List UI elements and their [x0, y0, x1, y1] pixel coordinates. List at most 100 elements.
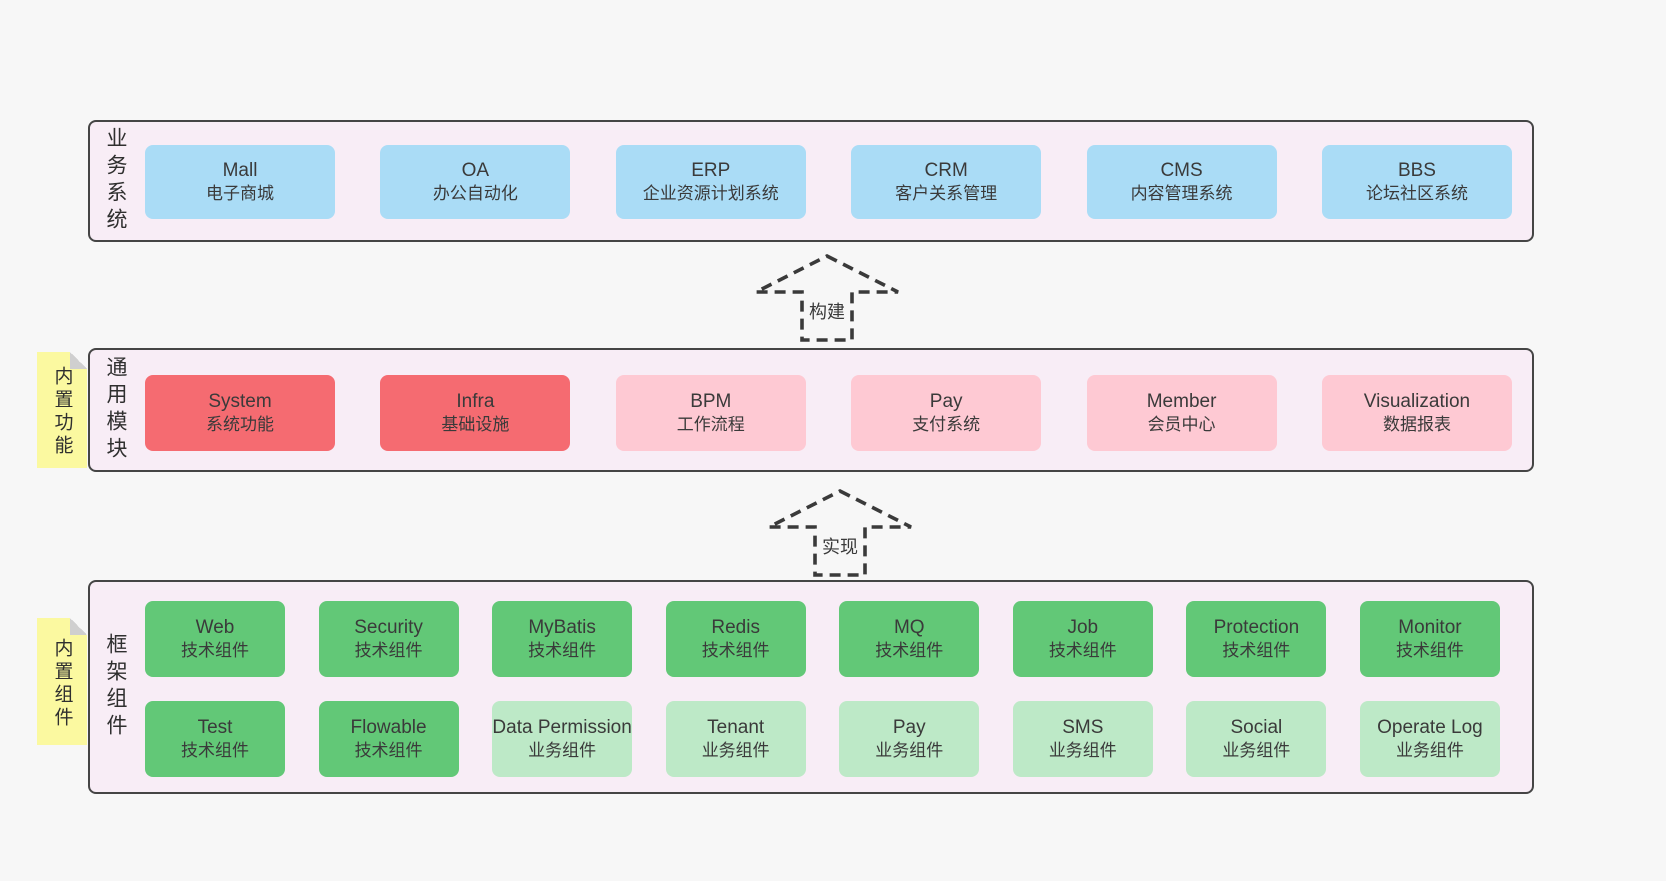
card-mall: Mall 电子商城 [145, 145, 335, 219]
card-subtitle: 业务组件 [1048, 741, 1117, 761]
section-business-systems: 业务系统 Mall 电子商城 OA 办公自动化 ERP 企业资源计划系统 CRM… [88, 120, 1534, 242]
card-subtitle: 基础设施 [441, 415, 510, 435]
card-bbs: BBS 论坛社区系统 [1321, 145, 1512, 219]
card-subtitle: 业务组件 [1395, 741, 1464, 761]
card-title: Operate Log [1377, 717, 1483, 739]
card-title: MQ [893, 617, 925, 639]
card-subtitle: 业务组件 [1222, 741, 1291, 761]
card-infra: Infra 基础设施 [380, 375, 571, 451]
card-operate-log: Operate Log 业务组件 [1359, 701, 1500, 777]
card-redis: Redis 技术组件 [665, 601, 806, 677]
card-subtitle: 技术组件 [181, 741, 249, 761]
dashed-up-arrow-icon [768, 488, 912, 577]
card-social: Social 业务组件 [1186, 701, 1327, 777]
framework-row-1: Web 技术组件 Security 技术组件 MyBatis 技术组件 Redi… [145, 601, 1500, 677]
card-title: ERP [691, 160, 731, 182]
card-subtitle: 技术组件 [528, 641, 597, 661]
card-system: System 系统功能 [145, 375, 335, 451]
card-data-permission: Data Permission 业务组件 [492, 701, 633, 777]
card-crm: CRM 客户关系管理 [851, 145, 1042, 219]
card-pay-biz: Pay 业务组件 [839, 701, 980, 777]
card-subtitle: 支付系统 [912, 415, 981, 435]
card-title: Monitor [1398, 617, 1462, 639]
implement-arrow: 实现 [765, 487, 915, 579]
section-label: 通用模块 [104, 356, 127, 464]
card-subtitle: 技术组件 [354, 741, 423, 761]
card-title: Flowable [350, 717, 427, 739]
section-label: 框架组件 [104, 633, 127, 741]
card-subtitle: 技术组件 [701, 641, 770, 661]
card-subtitle: 会员中心 [1147, 415, 1216, 435]
section-label: 业务系统 [104, 127, 127, 235]
business-systems-row: Mall 电子商城 OA 办公自动化 ERP 企业资源计划系统 CRM 客户关系… [145, 145, 1512, 219]
card-title: Infra [456, 391, 495, 413]
card-pay: Pay 支付系统 [851, 375, 1042, 451]
card-subtitle: 数据报表 [1382, 415, 1451, 435]
card-subtitle: 企业资源计划系统 [642, 184, 779, 204]
card-job: Job 技术组件 [1012, 601, 1153, 677]
card-title: Pay [892, 717, 926, 739]
card-title: CMS [1160, 160, 1203, 182]
card-subtitle: 技术组件 [1222, 641, 1291, 661]
card-erp: ERP 企业资源计划系统 [615, 145, 806, 219]
sticky-note-built-in-components: 内置组件 [37, 618, 87, 745]
card-subtitle: 业务组件 [701, 741, 770, 761]
common-modules-row: System 系统功能 Infra 基础设施 BPM 工作流程 Pay 支付系统… [145, 375, 1512, 451]
implement-arrow-label: 实现 [817, 531, 863, 561]
card-oa: OA 办公自动化 [380, 145, 571, 219]
card-subtitle: 系统功能 [206, 415, 274, 435]
card-title: Social [1230, 717, 1283, 739]
card-monitor: Monitor 技术组件 [1359, 601, 1500, 677]
card-title: Member [1146, 391, 1217, 413]
card-protection: Protection 技术组件 [1186, 601, 1327, 677]
card-subtitle: 工作流程 [676, 415, 745, 435]
build-arrow-label: 构建 [804, 296, 850, 326]
card-mq: MQ 技术组件 [839, 601, 980, 677]
card-sms: SMS 业务组件 [1012, 701, 1153, 777]
card-title: BBS [1397, 160, 1436, 182]
card-subtitle: 内容管理系统 [1130, 184, 1233, 204]
card-mybatis: MyBatis 技术组件 [492, 601, 633, 677]
card-title: CRM [924, 160, 968, 182]
sticky-note-label: 内置功能 [51, 366, 73, 459]
dashed-up-arrow-icon [755, 253, 899, 342]
card-title: Job [1067, 617, 1099, 639]
card-title: BPM [690, 391, 732, 413]
card-member: Member 会员中心 [1086, 375, 1277, 451]
card-web: Web 技术组件 [145, 601, 285, 677]
section-common-modules: 通用模块 System 系统功能 Infra 基础设施 BPM 工作流程 Pay… [88, 348, 1534, 472]
card-subtitle: 技术组件 [181, 641, 249, 661]
card-title: Tenant [707, 717, 765, 739]
card-title: Visualization [1363, 391, 1471, 413]
sticky-note-built-in-features: 内置功能 [37, 352, 87, 468]
card-subtitle: 客户关系管理 [895, 184, 998, 204]
card-subtitle: 技术组件 [1048, 641, 1117, 661]
sticky-note-label: 内置组件 [51, 638, 73, 731]
card-title: OA [461, 160, 490, 182]
card-subtitle: 业务组件 [875, 741, 944, 761]
card-subtitle: 技术组件 [1395, 641, 1464, 661]
card-title: Security [354, 617, 423, 639]
card-subtitle: 办公自动化 [432, 184, 518, 204]
card-bpm: BPM 工作流程 [615, 375, 806, 451]
card-title: SMS [1062, 717, 1104, 739]
framework-row-2: Test 技术组件 Flowable 技术组件 Data Permission … [145, 701, 1500, 777]
card-title: Pay [929, 391, 963, 413]
card-subtitle: 技术组件 [354, 641, 423, 661]
card-title: Redis [711, 617, 760, 639]
card-title: System [208, 391, 272, 413]
folded-corner-icon [70, 352, 87, 369]
card-subtitle: 技术组件 [875, 641, 944, 661]
folded-corner-icon [70, 618, 87, 635]
card-title: Web [195, 617, 235, 639]
card-title: Mall [222, 160, 258, 182]
card-title: Test [197, 717, 233, 739]
card-test: Test 技术组件 [145, 701, 285, 777]
card-cms: CMS 内容管理系统 [1086, 145, 1277, 219]
card-tenant: Tenant 业务组件 [665, 701, 806, 777]
card-subtitle: 电子商城 [206, 184, 274, 204]
card-visualization: Visualization 数据报表 [1321, 375, 1512, 451]
build-arrow: 构建 [752, 252, 902, 344]
card-subtitle: 业务组件 [528, 741, 597, 761]
